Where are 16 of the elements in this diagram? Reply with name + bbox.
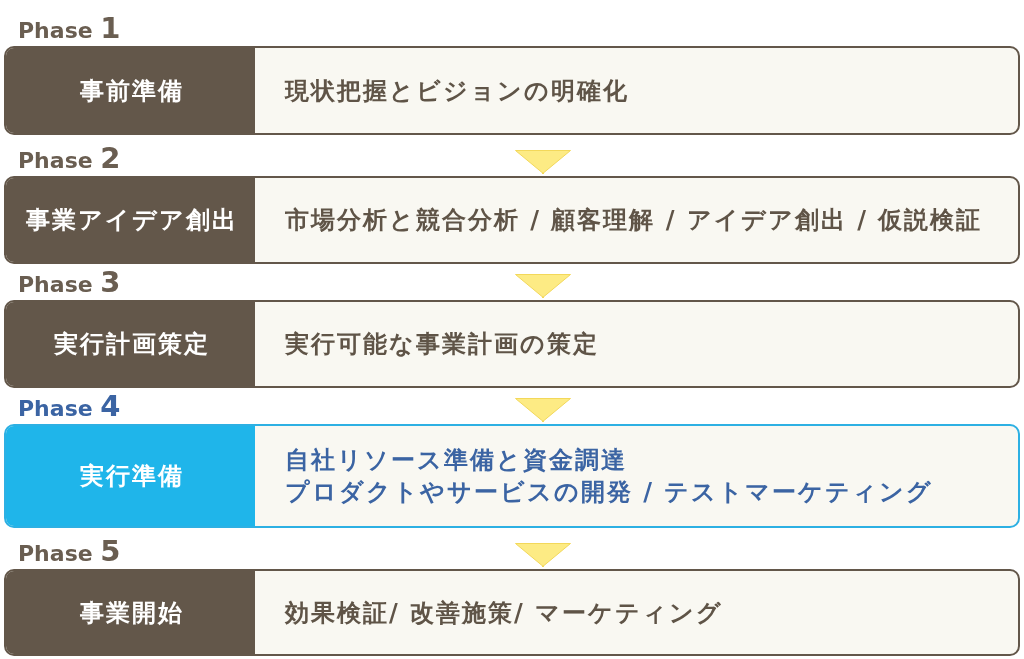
step-label: 事前準備 [6,48,255,133]
phase-heading: Phase 5 [18,536,121,569]
description-line: 自社リソース準備と資金調達 [285,445,627,476]
step-description: 効果検証/ 改善施策/ マーケティング [255,571,1018,654]
step-label: 事業開始 [6,571,255,654]
phase-heading: Phase 4 [18,391,121,424]
step-description: 実行可能な事業計画の策定 [255,302,1018,386]
step-description: 現状把握とビジョンの明確化 [255,48,1018,133]
description-line: プロダクトやサービスの開発 / テストマーケティング [285,477,934,508]
phase-heading: Phase 2 [18,143,121,176]
phase-heading: Phase 1 [18,13,121,46]
step-description: 市場分析と競合分析 / 顧客理解 / アイデア創出 / 仮説検証 [255,178,1018,262]
step-label: 実行準備 [6,426,255,526]
step-label: 事業アイデア創出 [6,178,255,262]
step-label: 実行計画策定 [6,302,255,386]
phase-heading: Phase 3 [18,267,121,300]
